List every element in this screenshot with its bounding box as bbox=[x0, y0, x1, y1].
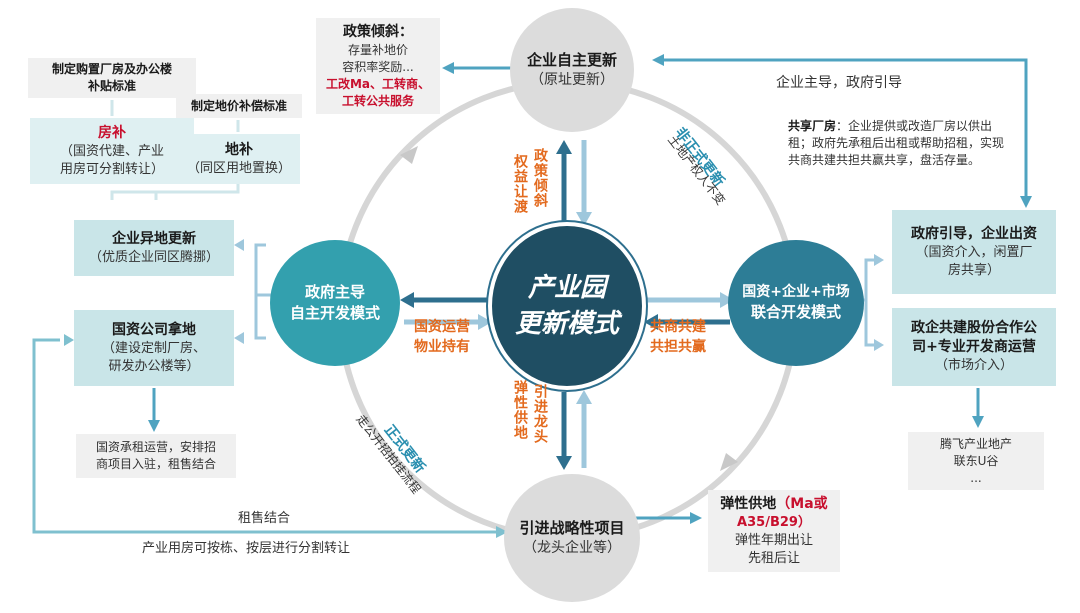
shared-factory-note: 共享厂房：企业提供或改造厂房以供出租；政府先承租后出租或帮助招租，实现共商共建共… bbox=[788, 119, 1005, 167]
offsite-update-box: 企业异地更新 （优质企业同区腾挪） bbox=[74, 220, 234, 276]
label-state-operation: 国资运营 bbox=[414, 319, 470, 335]
divisible-transfer-label: 产业用房可按栋、按层进行分割转让 bbox=[142, 541, 351, 556]
gov-guide-box: 政府引导，企业出资 （国资介入，闲置厂 房共享） bbox=[892, 210, 1056, 294]
land-compensation-label: 制定地价补偿标准 bbox=[176, 94, 302, 118]
lease-sale-label: 租售结合 bbox=[238, 511, 291, 526]
state-lease-note: 国资承租运营，安排招 商项目入驻，租售结合 bbox=[76, 434, 236, 478]
center-industrial-park: 产业园 更新模式 bbox=[488, 222, 646, 390]
node-gov-led: 政府主导 自主开发模式 bbox=[270, 240, 400, 366]
label-introduce-leaders: 引进龙头 bbox=[532, 384, 548, 444]
joint-venture-box: 政企共建股份合作公 司+专业开发商运营 （市场介入） bbox=[892, 308, 1056, 386]
label-policy-tilt: 政策倾斜 bbox=[532, 148, 548, 208]
node-strategic-projects: 引进战略性项目 （龙头企业等） bbox=[504, 474, 640, 602]
label-co-build: 共商共建 bbox=[650, 319, 706, 335]
state-land-box: 国资公司拿地 （建设定制厂房、 研发办公楼等） bbox=[74, 310, 234, 386]
elastic-land-box: 弹性供地（Ma或 A35/B29） 弹性年期出让 先租后让 bbox=[708, 490, 840, 572]
purchase-subsidy-label: 制定购置厂房及办公楼 补贴标准 bbox=[28, 58, 196, 98]
policy-tilt-box: 政策倾斜： 存量补地价 容积率奖励... 工改Ma、工转商、 工转公共服务 bbox=[316, 18, 440, 114]
label-property-holding: 物业持有 bbox=[414, 339, 470, 355]
developer-examples: 腾飞产业地产 联东U谷 ... bbox=[908, 432, 1044, 490]
node-joint-development: 国资+企业+市场 联合开发模式 bbox=[728, 240, 864, 366]
label-equity-transfer: 权益让渡 bbox=[512, 154, 528, 214]
label-elastic-land: 弹性供地 bbox=[512, 380, 528, 440]
land-subsidy-box: 地补 （同区用地置换） bbox=[178, 134, 300, 184]
housing-subsidy-box: 房补 （国资代建、产业 用房可分割转让） bbox=[30, 118, 194, 184]
label-co-share: 共担共赢 bbox=[650, 339, 706, 355]
enterprise-led-label: 企业主导，政府引导 bbox=[776, 75, 902, 91]
node-enterprise-self-update: 企业自主更新 （原址更新） bbox=[510, 8, 634, 132]
